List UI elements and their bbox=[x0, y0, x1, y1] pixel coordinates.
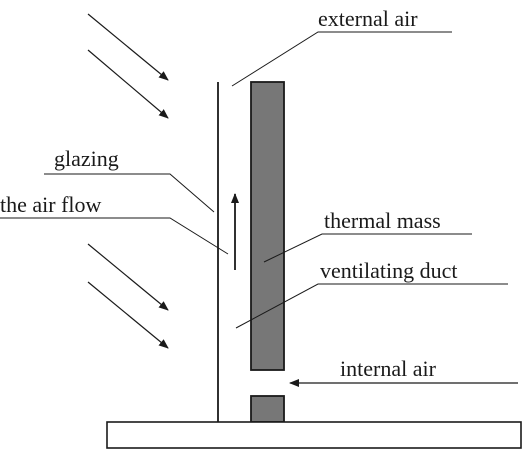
thermal-mass-wall bbox=[250, 81, 285, 371]
solar-arrow-3 bbox=[87, 243, 169, 311]
label-air-flow: the air flow bbox=[0, 192, 102, 217]
leader-glazing bbox=[44, 173, 215, 213]
solar-radiation-arrows-upper bbox=[87, 13, 169, 119]
label-glazing: glazing bbox=[54, 146, 119, 171]
leader-external-air bbox=[231, 31, 452, 87]
leader-thermal-mass bbox=[263, 233, 472, 263]
solar-arrow-2 bbox=[87, 49, 169, 119]
solar-radiation-arrows-lower bbox=[87, 243, 169, 349]
floor-slab bbox=[106, 421, 522, 449]
leader-air-flow bbox=[0, 217, 229, 255]
label-external-air: external air bbox=[318, 6, 418, 31]
leader-lines bbox=[0, 31, 508, 329]
leader-ventilating-duct bbox=[235, 283, 508, 329]
thermal-mass-base-block bbox=[250, 395, 285, 423]
solar-arrow-1 bbox=[87, 13, 169, 81]
label-thermal-mass: thermal mass bbox=[324, 208, 441, 233]
label-internal-air: internal air bbox=[340, 356, 437, 381]
label-ventilating-duct: ventilating duct bbox=[320, 258, 457, 283]
solar-arrow-4 bbox=[87, 281, 169, 349]
